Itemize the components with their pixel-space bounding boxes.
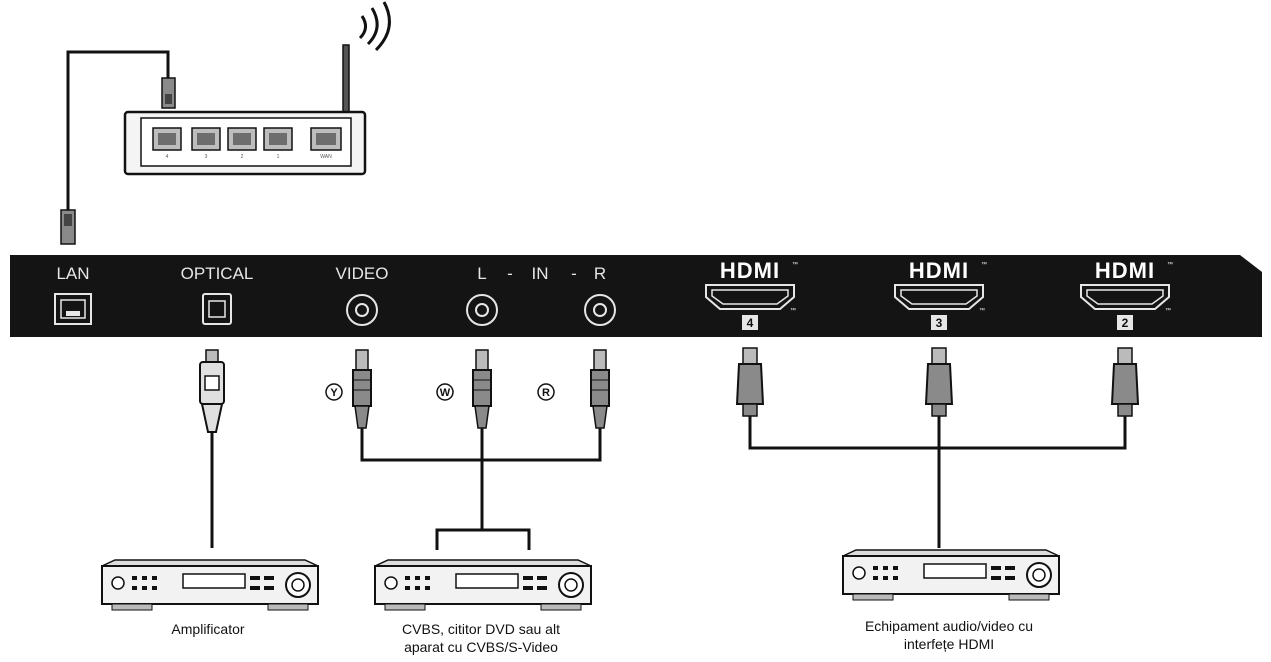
port-label-separator: - xyxy=(507,264,513,283)
port-label-audio-l: L xyxy=(477,264,486,283)
rca-marker-label: W xyxy=(440,387,451,399)
port-label-lan: LAN xyxy=(56,264,89,283)
port-label-video: VIDEO xyxy=(336,264,389,283)
optical-port-icon xyxy=(202,293,232,325)
hdmi-port-number: 3 xyxy=(936,316,943,330)
rca-marker-white: W xyxy=(436,383,454,401)
rca-marker-label: R xyxy=(542,387,550,399)
ethernet-port-icon xyxy=(54,293,92,325)
hdmi-plug xyxy=(735,347,765,417)
router: 4 3 2 1 WAN xyxy=(123,1,391,176)
hdmi-port-number: 4 xyxy=(747,316,754,330)
router-port xyxy=(263,127,293,151)
router-port-wan xyxy=(310,127,342,151)
hdmi-logo: HDMI xyxy=(720,258,780,283)
port-label-audio-in: IN xyxy=(532,264,549,283)
hdmi-port-4: HDMI ™ 4 ™ xyxy=(705,258,798,330)
optical-cable xyxy=(199,349,225,548)
trademark-mark: ™ xyxy=(981,261,987,268)
trademark-mark: ™ xyxy=(1165,307,1171,314)
hdmi-logo: HDMI xyxy=(909,258,969,283)
dvd-player-device xyxy=(374,559,592,611)
rca-jack-icon xyxy=(346,294,378,326)
router-port-label: WAN xyxy=(320,154,332,160)
amplifier-device xyxy=(101,559,319,611)
router-port xyxy=(152,127,182,151)
router-port xyxy=(227,127,257,151)
hdmi-port-number: 2 xyxy=(1122,316,1129,330)
amplifier-caption: Amplificator xyxy=(171,621,244,637)
lan-cable xyxy=(60,50,176,245)
hdmi-port-2: HDMI ™ 2 ™ xyxy=(1080,258,1173,330)
hdmi-device-caption-line1: Echipament audio/video cu xyxy=(865,618,1033,634)
router-port-label: 3 xyxy=(205,154,208,160)
port-label-audio-r: R xyxy=(594,264,606,283)
port-label-separator: - xyxy=(571,264,577,283)
trademark-mark: ™ xyxy=(790,307,796,314)
trademark-mark: ™ xyxy=(979,307,985,314)
router-port-label: 4 xyxy=(166,154,169,160)
rca-marker-red: R xyxy=(537,383,555,401)
rca-plug-white xyxy=(472,349,492,429)
hdmi-plug xyxy=(924,347,954,417)
hdmi-logo: HDMI xyxy=(1095,258,1155,283)
rca-marker-yellow: Y xyxy=(325,383,343,401)
router-port-label: 1 xyxy=(277,154,280,160)
router-port-label: 2 xyxy=(241,154,244,160)
hdmi-cable-wires xyxy=(748,416,1127,548)
rca-plug-red xyxy=(590,349,610,429)
tv-back-panel xyxy=(10,255,1262,337)
router-port xyxy=(191,127,221,151)
port-label-optical: OPTICAL xyxy=(181,264,254,283)
rca-cable-wires xyxy=(360,428,602,550)
wifi-waves-icon xyxy=(358,1,391,52)
trademark-mark: ™ xyxy=(1167,261,1173,268)
hdmi-plug xyxy=(1110,347,1140,417)
hdmi-port-3: HDMI ™ 3 ™ xyxy=(894,258,987,330)
hdmi-device-caption-line2: interfețe HDMI xyxy=(904,636,994,652)
rca-jack-icon xyxy=(584,294,616,326)
rca-plug-yellow xyxy=(352,349,372,429)
rca-jack-icon xyxy=(466,294,498,326)
trademark-mark: ™ xyxy=(792,261,798,268)
hdmi-av-device xyxy=(842,549,1060,601)
cvbs-caption-line2: aparat cu CVBS/S-Video xyxy=(404,639,558,655)
cvbs-caption-line1: CVBS, cititor DVD sau alt xyxy=(402,621,560,637)
rca-marker-label: Y xyxy=(330,387,338,399)
